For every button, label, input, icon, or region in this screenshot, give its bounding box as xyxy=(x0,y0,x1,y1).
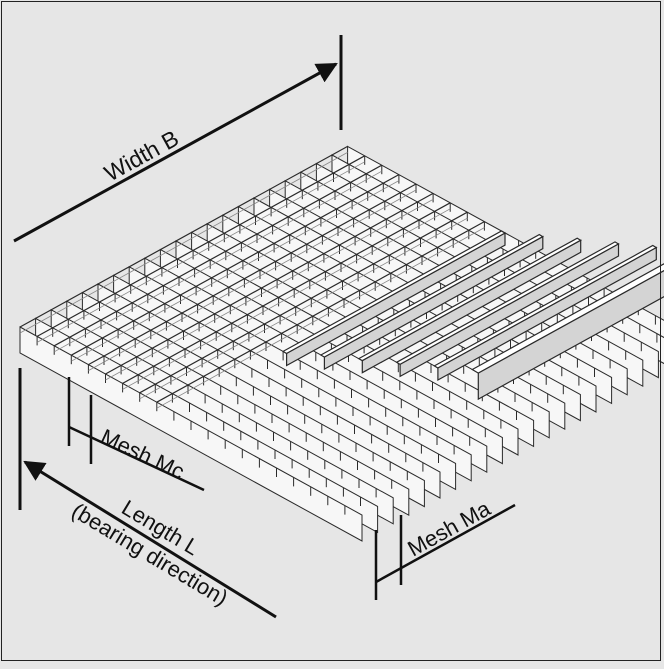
cross-bar-line xyxy=(19,145,348,328)
cross-bar-line xyxy=(156,221,485,403)
cross-bar-line xyxy=(88,183,417,366)
cross-rod-top xyxy=(471,263,664,374)
mesh-mc-leader xyxy=(68,425,205,492)
cross-bar-edge xyxy=(54,170,382,353)
length-arrow xyxy=(23,460,277,619)
width-arrow xyxy=(13,62,338,243)
mesh-ma-leader xyxy=(375,503,516,584)
cross-rod-side xyxy=(361,239,582,374)
mesh-ma-dimension: Mesh Ma xyxy=(374,495,516,600)
cross-bar-edge xyxy=(88,189,417,371)
cross-rod-side xyxy=(286,232,506,367)
cross-bar-edge xyxy=(36,161,365,343)
cross-bar-edge xyxy=(19,152,348,334)
grating-panel xyxy=(19,145,664,542)
cross-bar-line xyxy=(36,155,365,337)
cross-rod-side xyxy=(437,246,657,382)
cross-bar-edge xyxy=(71,180,400,362)
cross-bar-edge xyxy=(122,208,451,390)
cross-bar-line xyxy=(53,164,383,347)
cross-bar-edge xyxy=(156,227,485,409)
cross-bar-line xyxy=(105,192,434,375)
cross-bar-line xyxy=(122,202,451,384)
cross-rod-side xyxy=(477,270,664,401)
cross-rod-side xyxy=(399,242,620,378)
cross-rod-side xyxy=(323,235,544,371)
cross-bar-edge xyxy=(139,217,468,400)
cross-bar-line xyxy=(71,174,400,356)
cross-bar-line xyxy=(139,211,468,394)
mesh-ma-label: Mesh Ma xyxy=(403,495,495,561)
cross-bar-edge xyxy=(105,199,434,381)
